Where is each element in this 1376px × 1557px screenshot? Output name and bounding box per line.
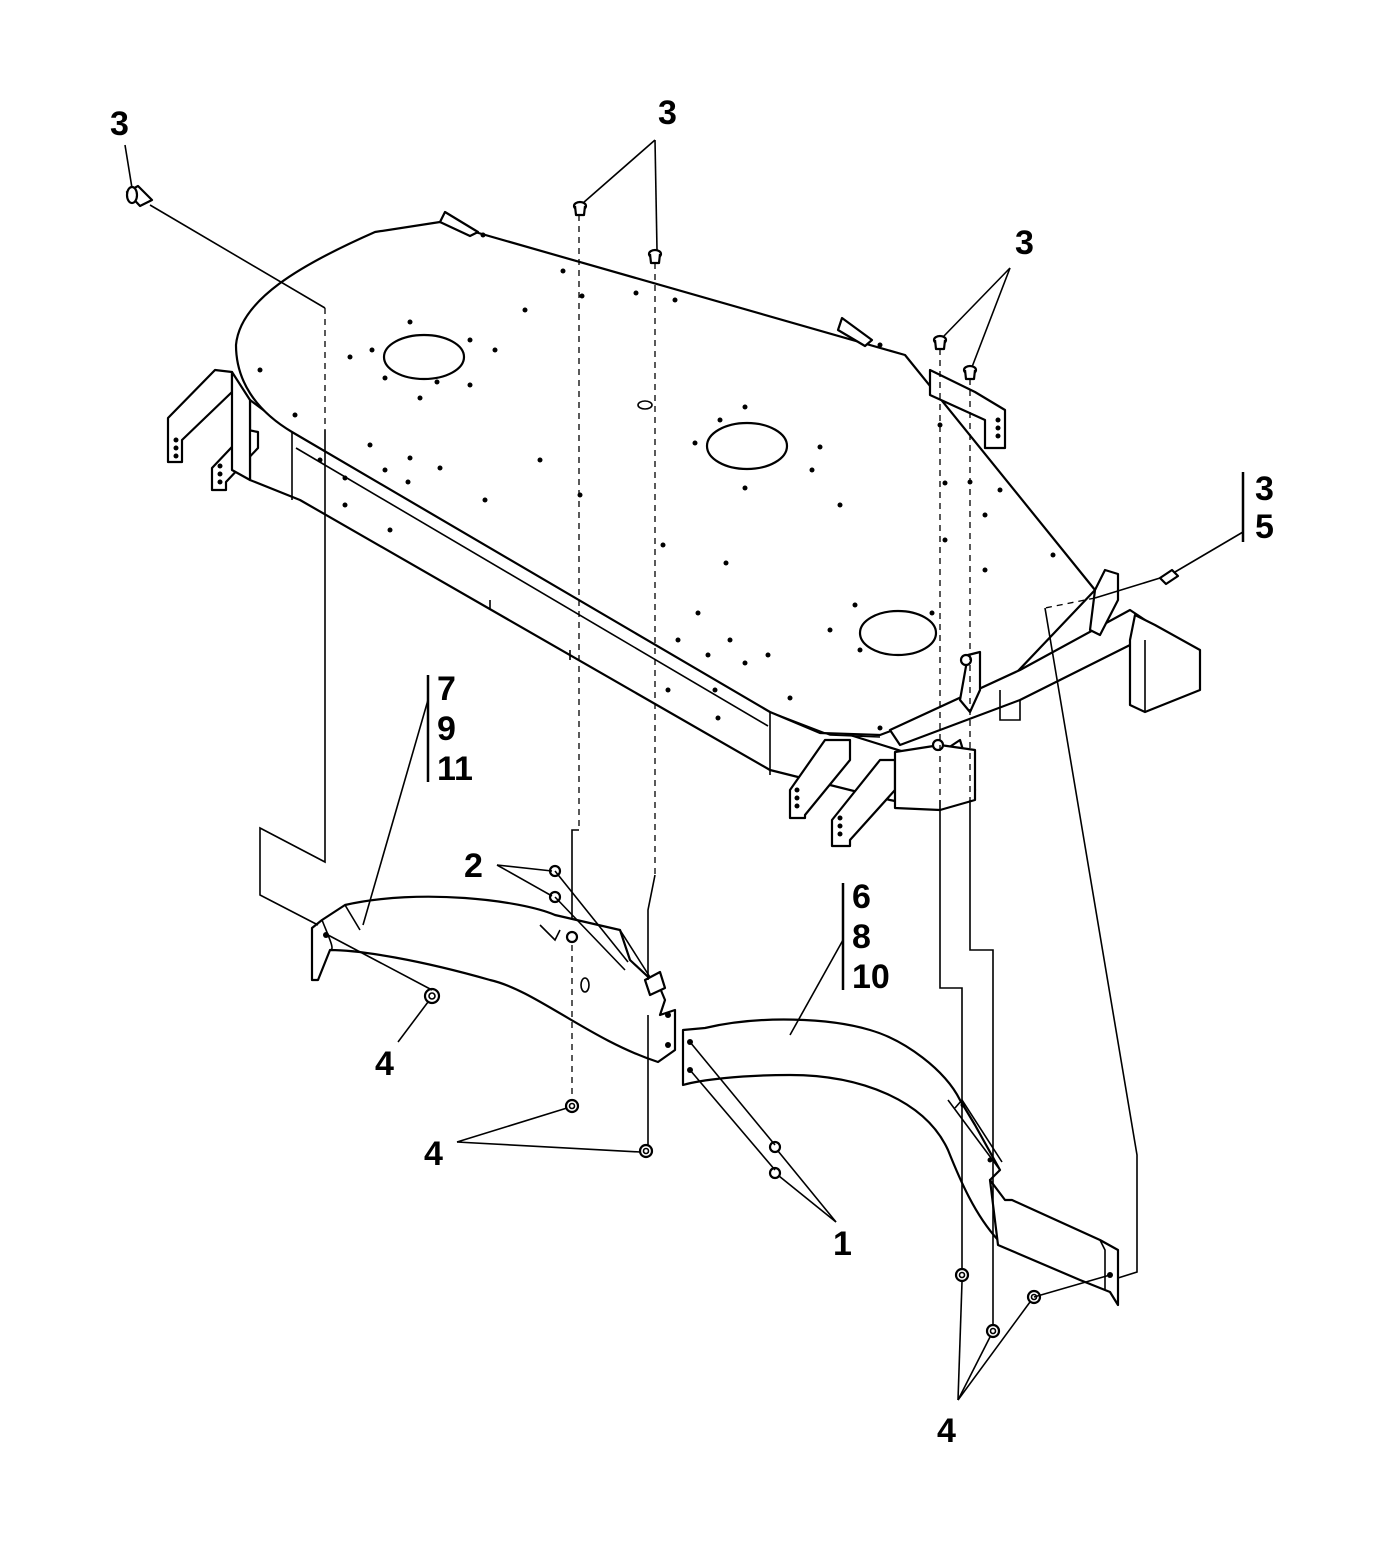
- deck-holes: [257, 232, 1056, 731]
- mower-deck: [166, 210, 1202, 848]
- callout-1: 1: [833, 1225, 852, 1263]
- bolt-top-3: [932, 334, 948, 351]
- callout-3-top: 3: [658, 94, 677, 132]
- spindle-hole-left: [382, 333, 466, 381]
- callout-2: 2: [464, 847, 483, 885]
- right-baffle: [988, 1178, 1120, 1307]
- callout-3-5: 3 5: [1174, 470, 1274, 573]
- callout-7-9-11-line2: 9: [437, 710, 456, 748]
- callout-6-8-10-line2: 8: [852, 918, 871, 956]
- spindle-hole-right: [858, 609, 938, 657]
- callout-3-5-line1: 3: [1255, 470, 1274, 508]
- bolt-top-1: [572, 200, 588, 217]
- callout-4-right: 4: [937, 1412, 956, 1450]
- callout-7-9-11: 7 9 11: [362, 670, 473, 926]
- callout-3-left: 3: [110, 105, 129, 143]
- callout-7-9-11-line3: 11: [437, 750, 473, 788]
- bolt-left: [125, 184, 154, 208]
- spindle-hole-center: [705, 421, 789, 471]
- callout-4-left: 4: [375, 1045, 394, 1083]
- left-hanger-bracket: [166, 368, 260, 492]
- left-baffle: [310, 895, 677, 1064]
- callout-3-right: 3: [1015, 224, 1034, 262]
- callout-3-5-line2: 5: [1255, 508, 1274, 546]
- callout-6-8-10: 6 8 10: [789, 878, 890, 1036]
- assembly-lines: [149, 204, 1161, 1326]
- front-hanger-bracket: [788, 738, 977, 848]
- bolt-top-4: [962, 364, 978, 381]
- callout-7-9-11-line1: 7: [437, 670, 456, 708]
- bolt-top-2: [647, 248, 663, 265]
- callout-6-8-10-line1: 6: [852, 878, 871, 916]
- center-baffle: [681, 1018, 1003, 1242]
- callouts: 3 3 3 3 5 7 9 11 2 6: [110, 94, 1274, 1450]
- bolt-right: [1158, 568, 1180, 586]
- callout-6-8-10-line3: 10: [852, 958, 890, 996]
- hitch-arm: [888, 568, 1202, 747]
- callout-4-center: 4: [424, 1135, 443, 1173]
